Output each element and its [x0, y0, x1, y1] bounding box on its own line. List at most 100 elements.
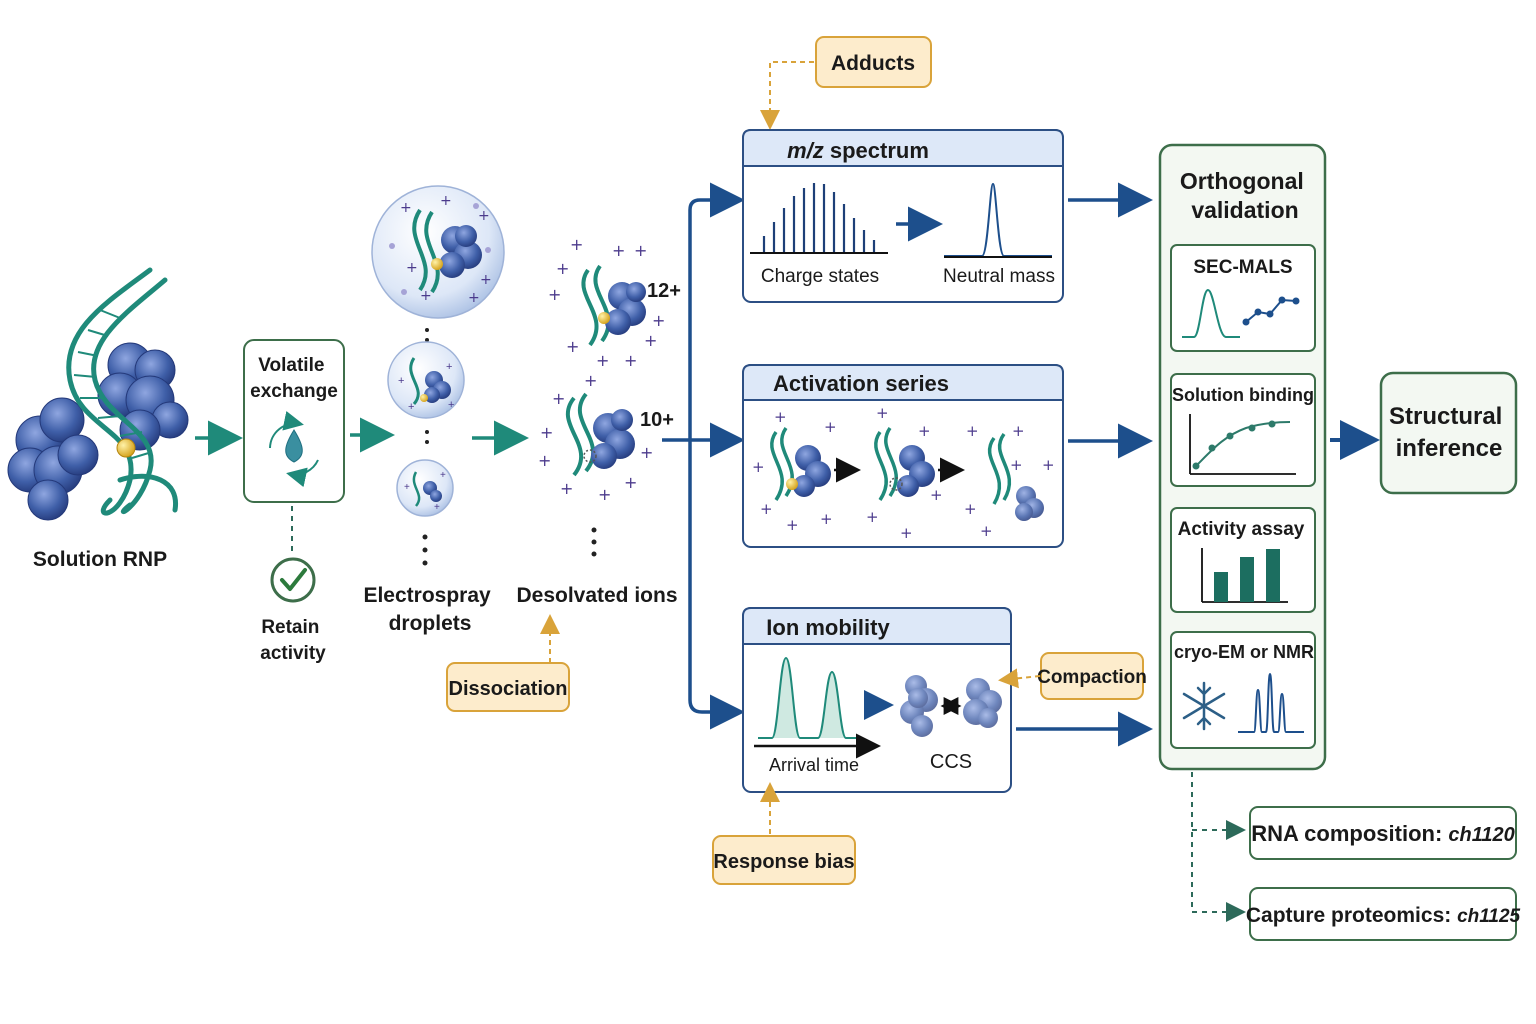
capture-proteomics-ref: ch1125	[1457, 906, 1520, 927]
ion-mobility-panel	[742, 607, 1012, 793]
svg-text:+: +	[624, 351, 637, 370]
sec-mals-card	[1170, 244, 1316, 352]
electrospray-line1: Electrospray	[363, 584, 491, 607]
svg-text:+: +	[440, 193, 452, 209]
svg-text:+: +	[538, 451, 551, 470]
structural-inference-line2: inference	[1396, 435, 1503, 462]
svg-text:+: +	[634, 241, 647, 260]
sec-mals-trace-icon	[1182, 288, 1240, 338]
svg-text:+: +	[752, 458, 765, 476]
cryo-em-nmr-label: cryo-EM or NMR	[1174, 642, 1314, 662]
svg-text:+: +	[400, 200, 412, 216]
activity-assay-label: Activity assay	[1178, 519, 1305, 540]
svg-text:+: +	[404, 482, 410, 493]
svg-text:+: +	[1012, 422, 1025, 440]
structural-inference-box	[1379, 371, 1518, 495]
svg-text:+: +	[560, 479, 573, 498]
structural-inference-line1: Structural	[1389, 403, 1502, 430]
sec-mals-label: SEC-MALS	[1193, 257, 1292, 278]
validation-title-line2: validation	[1191, 197, 1298, 223]
svg-text:+: +	[612, 241, 625, 260]
activation-series-panel: ++++++ +++++ ++++++	[742, 364, 1064, 548]
compaction-label: Compaction	[1037, 667, 1147, 688]
charge-states-label: Charge states	[761, 266, 879, 287]
compaction-link	[998, 668, 1041, 689]
svg-text:+: +	[1010, 456, 1023, 474]
svg-text:+: +	[406, 260, 418, 276]
solution-binding-label: Solution binding	[1172, 385, 1314, 405]
rna-composition-reference[interactable]	[1249, 806, 1517, 860]
branch-arrows	[662, 182, 745, 730]
svg-text:+: +	[448, 399, 454, 411]
compaction-box	[1040, 652, 1144, 700]
svg-text:Structural inference: Structural inference	[1389, 403, 1509, 462]
mz-title-italic: m/z	[787, 138, 824, 163]
svg-text:+: +	[440, 470, 446, 481]
validation-title-line1: Orthogonal	[1180, 168, 1304, 194]
svg-text:+: +	[480, 272, 492, 288]
response-bias-box	[712, 835, 856, 885]
svg-text:+: +	[398, 375, 404, 387]
svg-text:Electrospray droplets: Electrospray droplets	[363, 584, 496, 635]
svg-text:+: +	[446, 361, 452, 373]
arrows-to-validation	[1016, 182, 1153, 747]
charge-state-peaks	[762, 183, 876, 252]
svg-text:+: +	[918, 422, 931, 440]
mz-spectrum-panel	[742, 129, 1064, 303]
svg-text:+: +	[652, 311, 665, 330]
svg-text:+: +	[478, 208, 490, 224]
droplet-cycle-icon	[269, 411, 319, 488]
svg-text:+: +	[408, 401, 414, 413]
svg-text:+: +	[964, 500, 977, 518]
check-icon	[270, 557, 316, 603]
ion-mobility-title: Ion mobility	[766, 615, 890, 640]
svg-text:+: +	[596, 351, 609, 370]
svg-text:+: +	[900, 524, 913, 542]
svg-text:+: +	[930, 486, 943, 504]
binding-curve-icon	[1189, 414, 1296, 475]
svg-text:+: +	[980, 522, 993, 540]
svg-text:+: +	[820, 510, 833, 528]
svg-text:+: +	[876, 404, 889, 422]
mz-title-rest: spectrum	[824, 138, 929, 163]
svg-text:Orthogonal validation: Orthogonal validation	[1180, 168, 1310, 223]
reference-link-2	[1191, 772, 1246, 922]
svg-text:+: +	[434, 502, 440, 513]
svg-text:+: +	[966, 422, 979, 440]
solution-rnp-illustration	[7, 267, 189, 521]
bar-chart-icon	[1201, 548, 1288, 603]
svg-text:Capture proteomics: ch1125: Capture proteomics: ch1125	[1246, 904, 1521, 927]
charge-10-label: 10+	[640, 409, 674, 431]
svg-text:Volatile exchange: Volatile exchange	[250, 355, 338, 402]
svg-text:m/z spectrum: m/z spectrum	[787, 138, 929, 163]
svg-text:+: +	[566, 337, 579, 356]
snowflake-icon	[1182, 681, 1226, 731]
svg-text:+: +	[548, 285, 561, 304]
retain-activity-line2: activity	[260, 643, 326, 664]
svg-text:+: +	[570, 235, 583, 254]
adducts-link	[760, 61, 814, 130]
svg-text:+: +	[624, 473, 637, 492]
svg-text:+: +	[786, 516, 799, 534]
charge-12-label: 12+	[647, 280, 681, 302]
svg-text:Retain activity: Retain activity	[260, 617, 326, 664]
volatile-exchange-line1: Volatile	[258, 355, 324, 376]
rna-composition-ref: ch1120	[1448, 824, 1514, 846]
svg-text:+: +	[760, 500, 773, 518]
electrospray-droplets-illustration: +++++++ ++++ +++	[371, 185, 505, 566]
svg-text:+: +	[556, 259, 569, 278]
svg-text:+: +	[1042, 456, 1055, 474]
svg-text:+: +	[824, 418, 837, 436]
arrival-time-label: Arrival time	[769, 755, 859, 775]
desolvated-ions-illustration: ++++++++++ ++++++++	[538, 235, 665, 557]
svg-text:+: +	[540, 423, 553, 442]
electrospray-line2: droplets	[389, 612, 472, 635]
activation-series-title: Activation series	[773, 371, 949, 396]
neutral-mass-label: Neutral mass	[943, 266, 1055, 287]
svg-text:RNA composition: ch1120: RNA composition: ch1120	[1251, 821, 1515, 846]
dissociation-label: Dissociation	[449, 678, 568, 700]
capture-proteomics-reference[interactable]	[1249, 887, 1517, 941]
svg-text:+: +	[420, 288, 432, 304]
retain-activity-line1: Retain	[261, 617, 319, 638]
